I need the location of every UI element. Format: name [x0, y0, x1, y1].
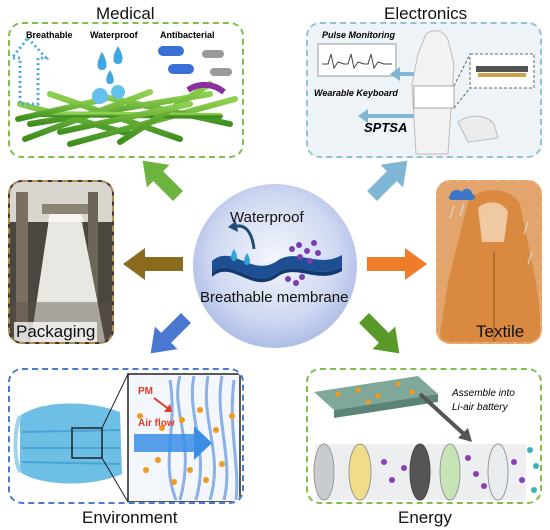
water-drops-icon: [92, 46, 125, 104]
arrow-to-packaging: [123, 248, 183, 280]
medical-antibacterial-label: Antibacterial: [160, 30, 215, 40]
raincoat-icon: [438, 190, 540, 342]
airflow-arrow-icon: [194, 426, 212, 460]
pulse-line: [322, 53, 392, 70]
energy-assemble-label-1: Assemble into: [452, 388, 515, 399]
environment-panel: PM Air flow: [8, 368, 244, 504]
sensor-band: [413, 85, 455, 109]
textile-title: Textile: [476, 322, 525, 341]
arrow-to-medical: [142, 160, 183, 201]
environment-title: Environment: [82, 508, 178, 527]
electronics-keyboard-label: Wearable Keyboard: [314, 88, 398, 98]
breathable-arrow-icon: [10, 35, 50, 106]
textile-panel: Textile: [436, 180, 542, 344]
packaging-panel: Packaging: [8, 180, 114, 344]
center-membrane-label: Breathable membrane: [200, 289, 349, 306]
filter-fibers: [167, 375, 239, 501]
medical-breathable-label: Breathable: [26, 30, 73, 40]
fiber-mat: [15, 81, 238, 147]
energy-assemble-label-2: Li-air battery: [452, 402, 508, 413]
environment-pm-label: PM: [138, 386, 153, 397]
medical-title: Medical: [96, 4, 155, 23]
arrow-to-energy: [359, 313, 400, 354]
vapor-molecules-icon: [285, 240, 321, 286]
arrow-to-electronics: [367, 160, 408, 201]
membrane-slab: [314, 376, 438, 410]
medical-waterproof-label: Waterproof: [90, 30, 138, 40]
hand-icon: [457, 115, 499, 143]
electronics-sptsa-label: SPTSA: [364, 120, 408, 135]
electronics-pulse-label: Pulse Monitoring: [322, 30, 395, 40]
center-waterproof-label: Waterproof: [230, 209, 304, 226]
bacteria-icon: [158, 46, 232, 95]
electronics-title: Electronics: [384, 4, 468, 23]
cloud-icon: [448, 188, 475, 200]
face-mask-icon: [20, 403, 122, 484]
battery-stack: [313, 443, 526, 501]
membrane-roll: [30, 212, 106, 342]
energy-title: Energy: [398, 508, 452, 527]
arrow-to-environment: [150, 313, 191, 354]
arrow-to-textile: [367, 248, 427, 280]
medical-panel: Breathable Waterproof Antibacterial: [8, 22, 244, 158]
packaging-title: Packaging: [14, 322, 98, 342]
pm-particles: [137, 407, 235, 485]
energy-panel: Assemble into Li-air battery: [306, 368, 542, 504]
center-hub: Waterproof Breathable membrane: [192, 183, 358, 349]
environment-airflow-label: Air flow: [138, 418, 175, 429]
water-drop-icon: [231, 249, 237, 261]
pulse-chart: [317, 43, 397, 77]
electronics-panel: Pulse Monitoring Wearable Keyboard SPTSA: [306, 22, 542, 158]
